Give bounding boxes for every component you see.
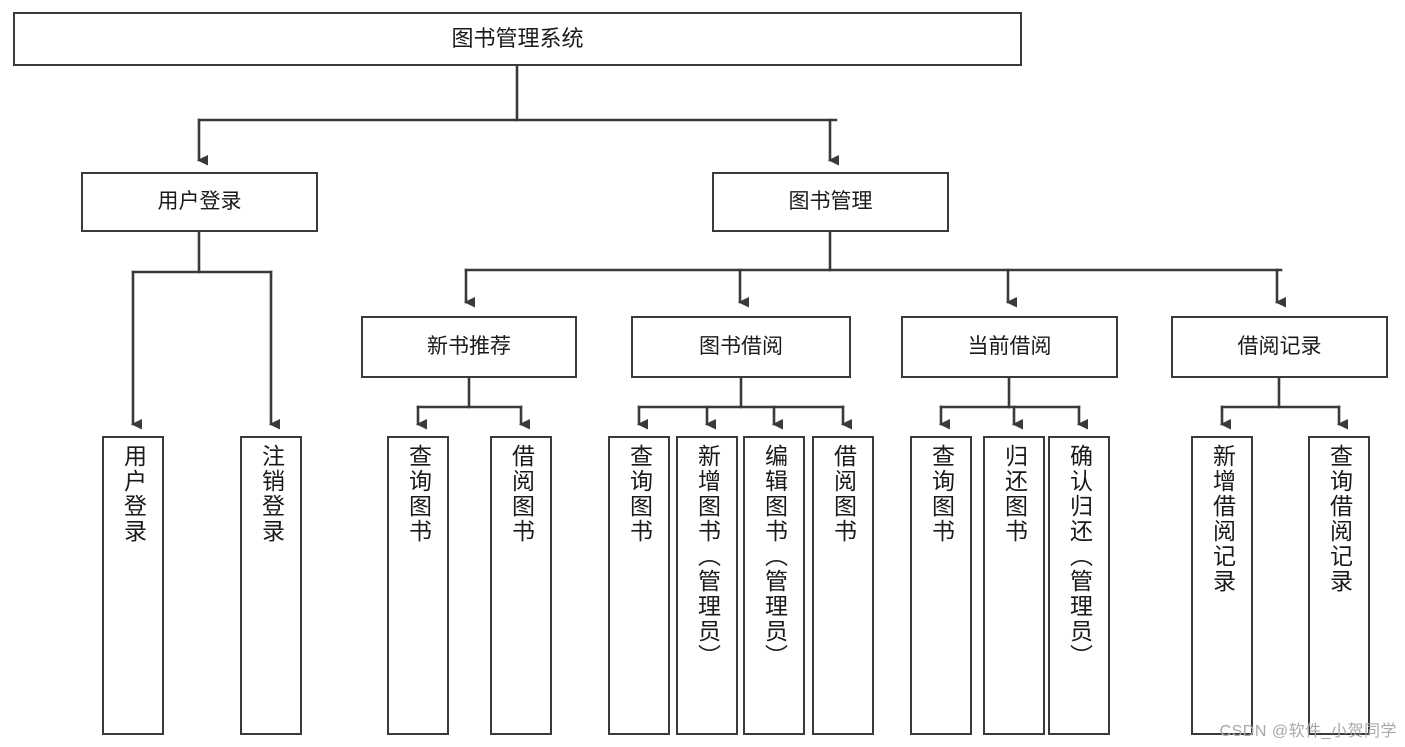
node-label: 图书管理 [788,190,873,214]
node-label: 图书管理系统 [451,25,584,51]
node-label: 注销登录 [258,444,285,544]
node-label: 借阅图书 [508,444,535,544]
node-label: 当前借阅 [967,335,1052,359]
leaf-query-book-borrow[interactable]: 查询图书 [608,436,670,735]
leaf-add-borrow-record[interactable]: 新增借阅记录 [1191,436,1253,735]
node-label: 用户登录 [157,190,242,214]
leaf-query-book-current[interactable]: 查询图书 [910,436,972,735]
leaf-logout-login[interactable]: 注销登录 [240,436,302,735]
node-label: 借阅记录 [1237,335,1322,359]
leaf-return-book[interactable]: 归还图书 [983,436,1045,735]
node-label: 查询图书 [928,444,955,544]
node-label: 新增图书（管理员） [694,444,721,669]
node-label: 新增借阅记录 [1209,444,1236,594]
node-current-borrow[interactable]: 当前借阅 [901,316,1118,378]
leaf-query-book-recommend[interactable]: 查询图书 [387,436,449,735]
node-label: 查询图书 [405,444,432,544]
leaf-borrow-book[interactable]: 借阅图书 [812,436,874,735]
leaf-confirm-return[interactable]: 确认归还（管理员） [1048,436,1110,735]
leaf-borrow-book-recommend[interactable]: 借阅图书 [490,436,552,735]
node-book-manage[interactable]: 图书管理 [712,172,949,232]
leaf-edit-book[interactable]: 编辑图书（管理员） [743,436,805,735]
node-user-login[interactable]: 用户登录 [81,172,318,232]
leaf-query-borrow-record[interactable]: 查询借阅记录 [1308,436,1370,735]
node-label: 确认归还（管理员） [1066,444,1093,669]
node-new-book-recommend[interactable]: 新书推荐 [361,316,577,378]
node-label: 查询借阅记录 [1326,444,1353,594]
node-label: 查询图书 [626,444,653,544]
node-borrow-record[interactable]: 借阅记录 [1171,316,1388,378]
node-label: 新书推荐 [427,335,511,359]
node-book-borrow[interactable]: 图书借阅 [631,316,851,378]
leaf-user-login[interactable]: 用户登录 [102,436,164,735]
leaf-add-book[interactable]: 新增图书（管理员） [676,436,738,735]
node-label: 借阅图书 [830,444,857,544]
node-label: 编辑图书（管理员） [761,444,788,669]
csdn-watermark: CSDN @软件_小贺同学 [1219,723,1397,740]
node-label: 归还图书 [1001,444,1028,544]
node-label: 图书借阅 [699,335,783,359]
node-root-system[interactable]: 图书管理系统 [13,12,1022,66]
node-label: 用户登录 [120,444,147,544]
